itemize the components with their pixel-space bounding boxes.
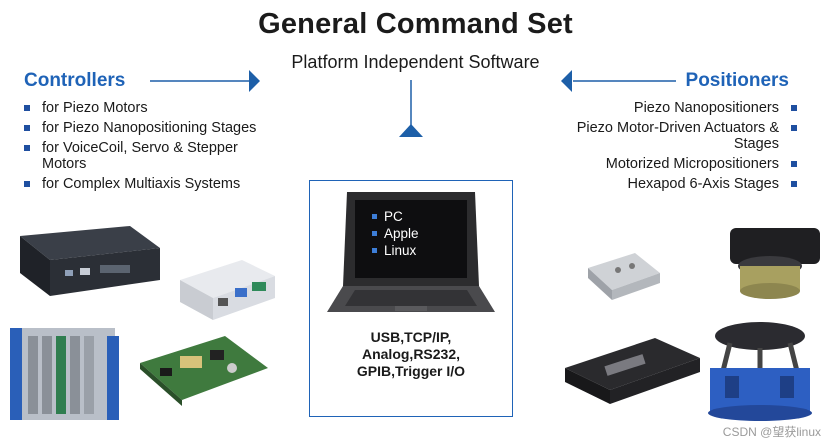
bullet-icon — [24, 181, 30, 187]
controllers-list: for Piezo Motors for Piezo Nanopositioni… — [24, 100, 264, 196]
controller-board-pcb-image — [140, 336, 268, 406]
list-item: for VoiceCoil, Servo & Stepper Motors — [24, 140, 264, 172]
list-item: Hexapod 6-Axis Stages — [552, 176, 797, 192]
up-arrowhead-icon — [399, 124, 423, 137]
list-item: PC — [370, 208, 419, 225]
list-item: for Piezo Nanopositioning Stages — [24, 120, 264, 136]
bullet-icon — [372, 231, 377, 236]
positioners-list: Piezo Nanopositioners Piezo Motor-Driven… — [552, 100, 797, 196]
list-item: for Complex Multiaxis Systems — [24, 176, 264, 192]
interface-line: GPIB,Trigger I/O — [356, 363, 466, 379]
interface-line: Analog,RS232, — [361, 346, 461, 362]
bullet-icon — [24, 145, 30, 151]
watermark-text: CSDN @望获linux — [722, 425, 821, 439]
list-item: Linux — [370, 242, 419, 259]
laptop-image — [327, 192, 495, 312]
laptop-screen — [355, 200, 467, 278]
controller-hardware-images — [10, 226, 275, 420]
controller-unit-white-image — [180, 260, 275, 320]
right-arrowhead-icon — [561, 70, 572, 92]
interface-line: USB,TCP/IP, — [370, 329, 452, 345]
bullet-icon — [372, 248, 377, 253]
list-item: Piezo Motor-Driven Actuators & Stages — [552, 120, 797, 152]
interface-list: USB,TCP/IP, Analog,RS232, GPIB,Trigger I… — [309, 329, 513, 380]
bullet-icon — [791, 161, 797, 167]
bullet-icon — [24, 105, 30, 111]
bullet-icon — [372, 214, 377, 219]
left-arrowhead-icon — [249, 70, 260, 92]
list-item: Apple — [370, 225, 419, 242]
diagram-subtitle: Platform Independent Software — [291, 52, 540, 72]
rotary-stage-image — [730, 228, 820, 299]
controller-rack-blue-image — [10, 328, 119, 420]
controllers-heading: Controllers — [24, 70, 126, 91]
controller-unit-black-image — [20, 226, 160, 296]
positioners-heading: Positioners — [685, 70, 789, 91]
list-item: Motorized Micropositioners — [552, 156, 797, 172]
bullet-icon — [791, 105, 797, 111]
bullet-icon — [791, 181, 797, 187]
list-item: for Piezo Motors — [24, 100, 264, 116]
hexapod-image — [708, 322, 812, 421]
list-item: Piezo Nanopositioners — [552, 100, 797, 116]
bullet-icon — [791, 125, 797, 131]
platform-list: PC Apple Linux — [370, 208, 419, 259]
bullet-icon — [24, 125, 30, 131]
positioner-hardware-images — [565, 228, 820, 421]
nanopositioner-stage-image — [588, 253, 660, 300]
diagram-title: General Command Set — [258, 8, 573, 40]
linear-stage-image — [565, 338, 700, 404]
